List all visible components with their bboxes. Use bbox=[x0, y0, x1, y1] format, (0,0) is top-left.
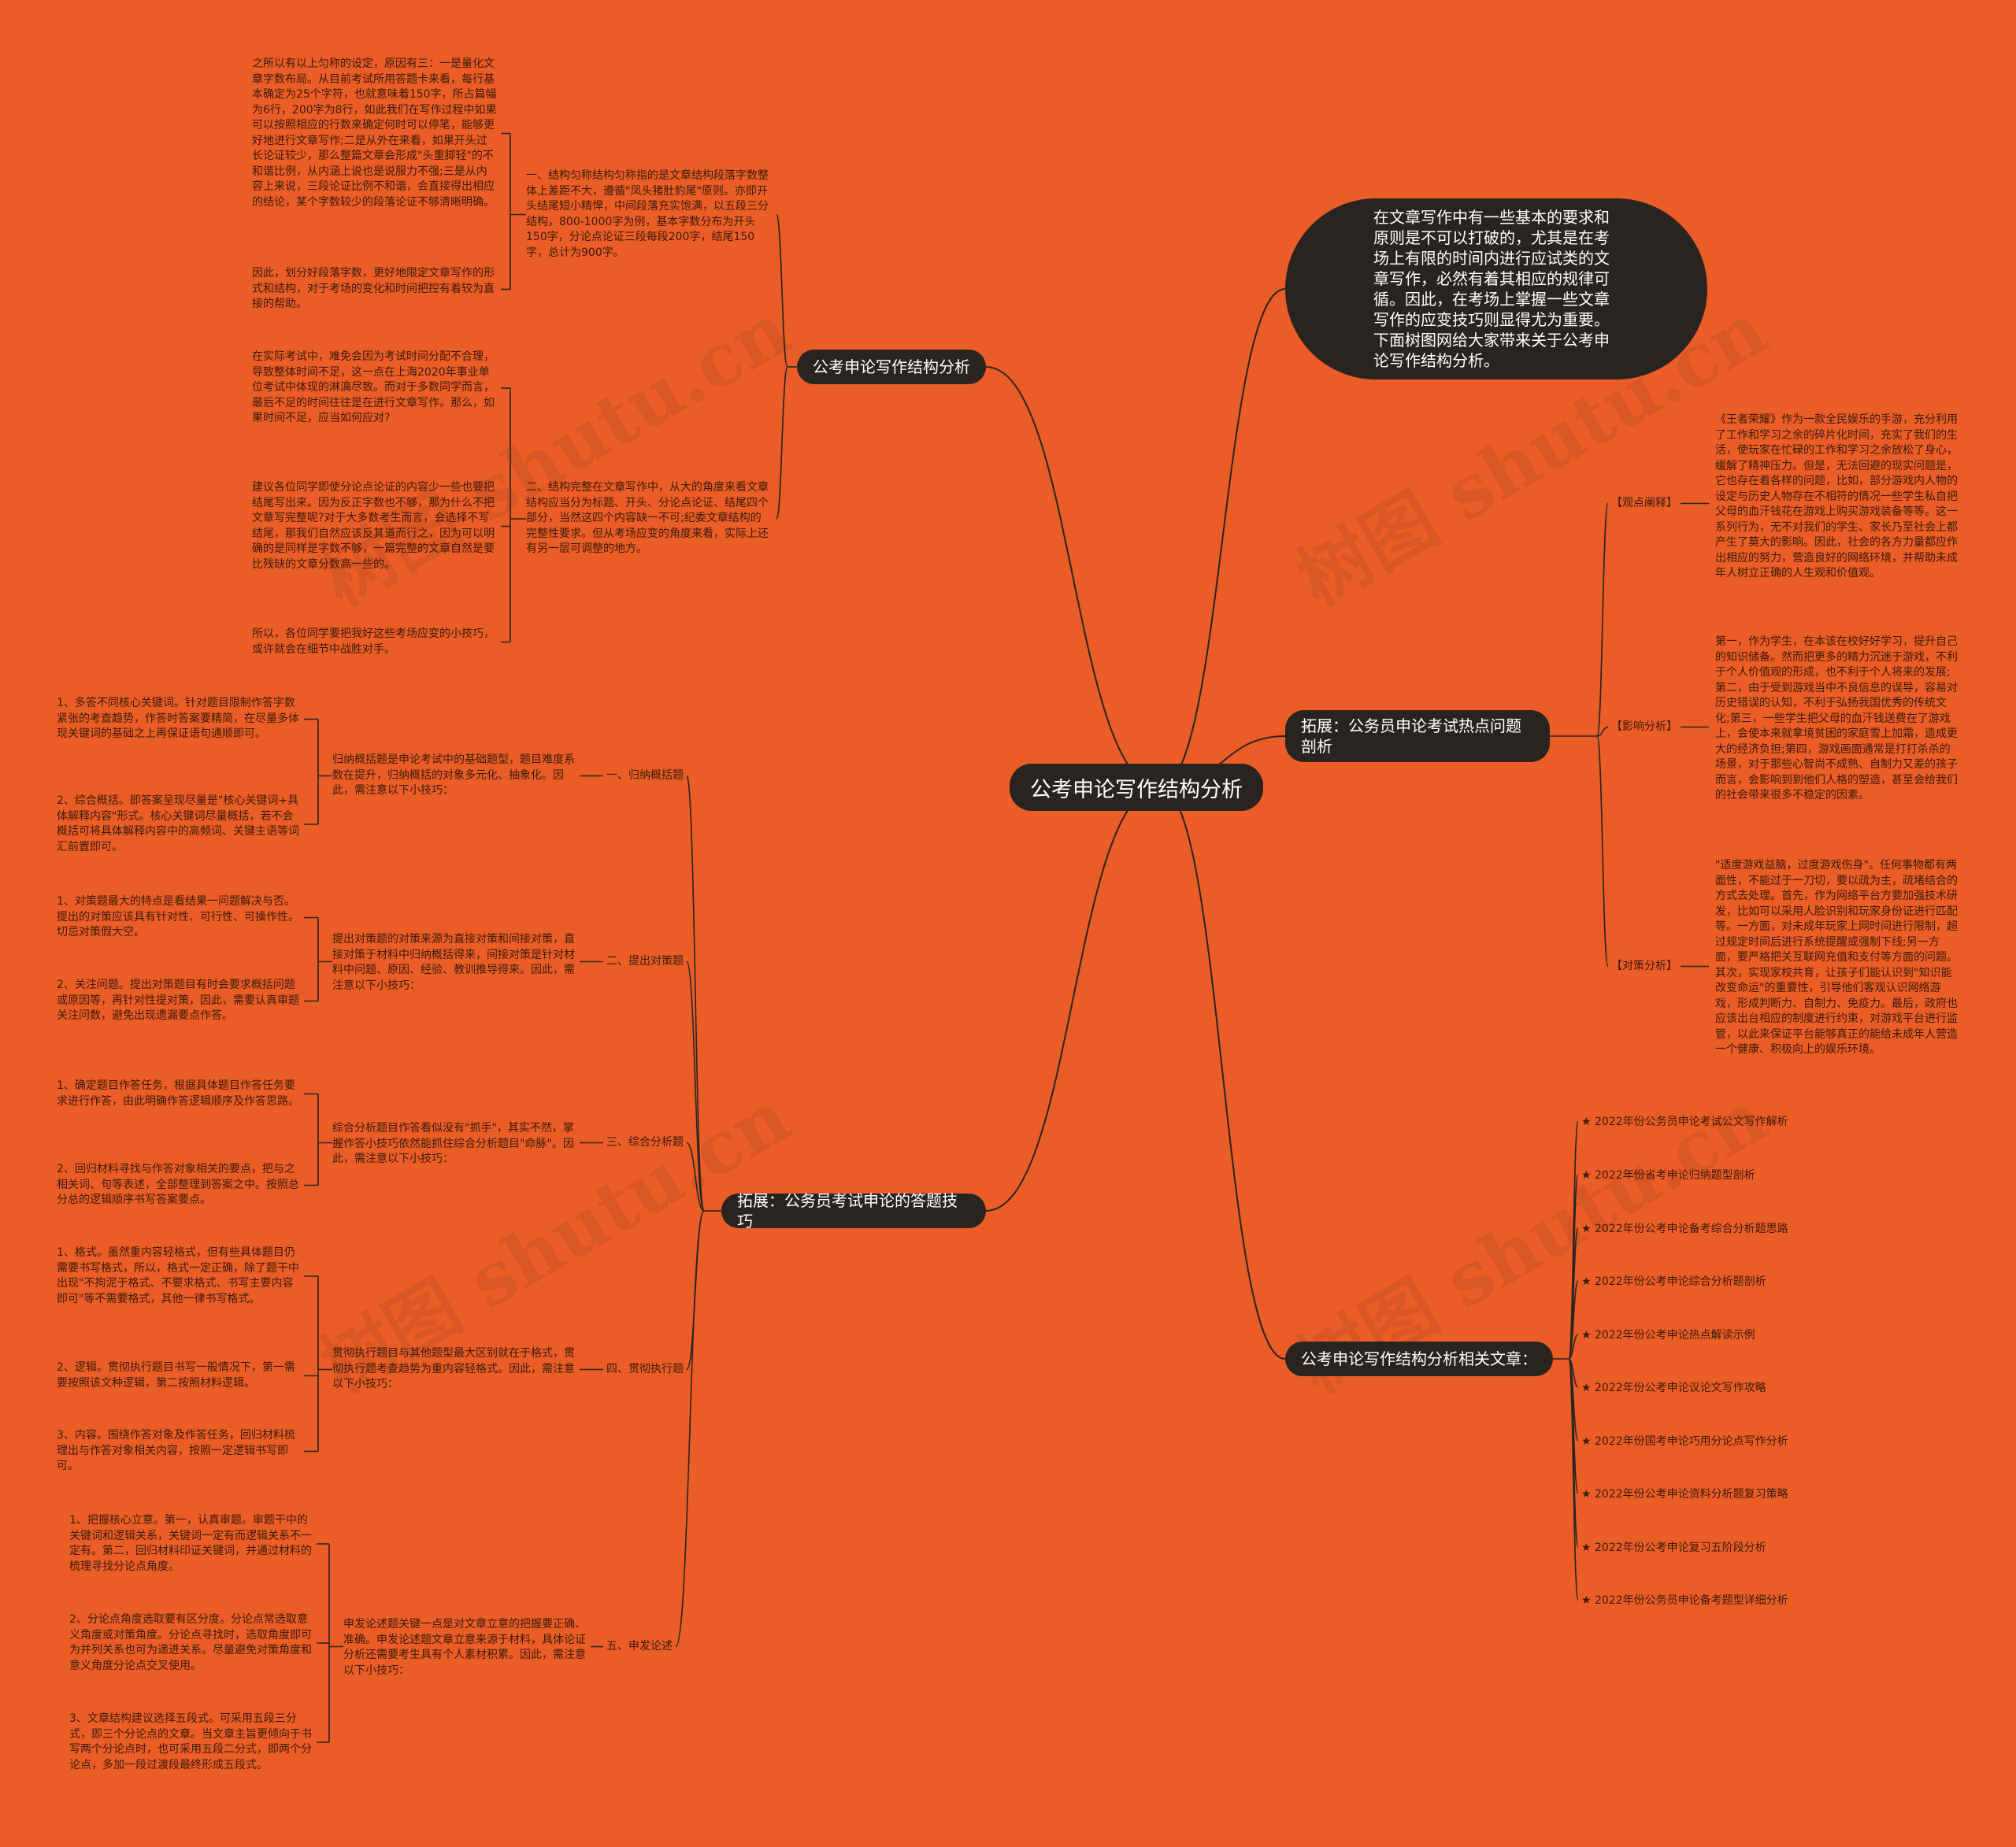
connector-line bbox=[1568, 1334, 1579, 1360]
connector-line bbox=[1568, 1280, 1579, 1360]
connector-line bbox=[776, 366, 788, 520]
skill-leaf: 2、逻辑。贯彻执行题目书写一般情况下，第一需要按照该文种逻辑，第二按照材料逻辑。 bbox=[57, 1361, 295, 1390]
hot-label-impact: 【影响分析】 bbox=[1611, 720, 1677, 733]
hot-text-countermeasure: "适度游戏益脑，过度游戏伤身"。任何事物都有两面性，不能过于一刀切，要以疏为主，… bbox=[1715, 859, 1958, 1056]
connector-line bbox=[686, 775, 705, 1212]
connector-line bbox=[1159, 288, 1286, 788]
related-article-link[interactable]: ★ 2022年份公考申论复习五阶段分析 bbox=[1581, 1542, 1766, 1554]
skill-text-implementation: 贯彻执行题目与其他题型最大区别就在于格式，贯彻执行题考查趋势为重内容轻格式。因此… bbox=[332, 1347, 575, 1390]
symmetry-reason: 之所以有以上匀称的设定，原因有三：一是量化文章字数布局。从目前考试所用答题卡来看… bbox=[252, 57, 497, 209]
skill-text-analysis: 综合分析题目作答看似没有"抓手"，其实不然，掌握作答小技巧依然能抓住综合分析题目… bbox=[332, 1122, 574, 1165]
related-article-link[interactable]: ★ 2022年份公考申论综合分析题剖析 bbox=[1581, 1275, 1766, 1288]
connector-line bbox=[1568, 1227, 1579, 1360]
symmetry-conclusion: 因此，划分好段落字数，更好地限定文章写作的形式和结构，对于考场的变化和时间把控有… bbox=[252, 267, 495, 310]
connector-line bbox=[1568, 1174, 1579, 1360]
skill-leaf: 2、分论点角度选取要有区分度。分论点常选取意义角度或对策角度。分论点寻找时，选取… bbox=[69, 1613, 312, 1672]
skill-label-essay: 五、申发论述 bbox=[606, 1640, 673, 1653]
structure-completeness: 二、结构完整在文章写作中，从大的角度来看文章结构应当分为标题、开头、分论点论证、… bbox=[526, 481, 769, 555]
skill-text-countermeasure: 提出对策题的对策来源为直接对策和间接对策，直接对策于材料中归纳概括得来，间接对策… bbox=[332, 933, 575, 992]
connector-line bbox=[686, 961, 705, 1212]
related-article-link[interactable]: ★ 2022年份公考申论备考综合分析题思路 bbox=[1581, 1223, 1788, 1235]
connector-line bbox=[1596, 502, 1609, 737]
skill-leaf: 2、综合概括。即答案呈现尽量是"核心关键词+具体解释内容"形式。核心关键词尽量概… bbox=[57, 794, 299, 853]
skill-leaf: 1、格式。虽然重内容轻格式，但有些具体题目仍需要书写格式，所以，格式一定正确，除… bbox=[57, 1246, 299, 1305]
related-article-link[interactable]: ★ 2022年份国考申论巧用分论点写作分析 bbox=[1581, 1435, 1788, 1448]
related-article-link[interactable]: ★ 2022年份公考申论议论文写作攻略 bbox=[1581, 1382, 1766, 1394]
connector-line bbox=[686, 1210, 705, 1371]
branch-hot-topics[interactable]: 拓展：公务员申论考试热点问题剖析 bbox=[1285, 710, 1550, 762]
connector-line bbox=[1568, 1358, 1579, 1548]
skill-leaf: 2、关注问题。提出对策题目有时会要求概括问题或原因等，再针对性提对策，因此，需要… bbox=[57, 979, 299, 1022]
intro-text: 在文章写作中有一些基本的要求和原则是不可以打破的，尤其是在考场上有限的时间内进行… bbox=[1373, 208, 1610, 370]
connector-line bbox=[1568, 1358, 1579, 1442]
skill-text-essay: 申发论述题关键一点是对文章立意的把握要正确、准确。申发论述题文章立意来源于材料，… bbox=[343, 1618, 586, 1677]
hot-label-countermeasure: 【对策分析】 bbox=[1611, 960, 1677, 972]
connector-line bbox=[1596, 735, 1609, 968]
connector-line bbox=[686, 1142, 705, 1212]
skill-leaf: 3、文章结构建议选择五段式。可采用五段三分式，即三个分论点的文章。当文章主旨更倾… bbox=[69, 1712, 312, 1771]
watermark: 树图 shutu.cn bbox=[307, 287, 804, 623]
hot-text-viewpoint: 《王者荣耀》作为一款全民娱乐的手游，充分利用了工作和学习之余的碎片化时间，充实了… bbox=[1715, 413, 1958, 579]
hot-text-impact: 第一，作为学生，在本该在校好好学习，提升自己的知识储备。然而把更多的精力沉迷于游… bbox=[1715, 635, 1958, 801]
related-article-link[interactable]: ★ 2022年份公务员申论备考题型详细分析 bbox=[1581, 1594, 1788, 1607]
hot-label-viewpoint: 【观点阐释】 bbox=[1611, 497, 1677, 509]
skill-leaf: 2、回归材料寻找与作答对象相关的要点，把与之相关词、句等表述，全部整理到答案之中… bbox=[57, 1163, 299, 1206]
connector-line bbox=[985, 787, 1161, 1212]
central-topic[interactable]: 公考申论写作结构分析 bbox=[1010, 764, 1263, 811]
connector-line bbox=[1568, 1358, 1579, 1494]
branch-structure-analysis[interactable]: 公考申论写作结构分析 bbox=[797, 350, 986, 384]
connector-line bbox=[1596, 726, 1609, 737]
connector-line bbox=[1568, 1358, 1579, 1388]
branch-related-articles[interactable]: 公考申论写作结构分析相关文章： bbox=[1285, 1342, 1553, 1376]
connector-line bbox=[1568, 1358, 1579, 1601]
connector-line bbox=[675, 1210, 705, 1648]
related-article-link[interactable]: ★ 2022年份公考申论资料分析题复习策略 bbox=[1581, 1488, 1788, 1501]
skill-leaf: 1、多答不同核心关键词。针对题目限制作答字数紧张的考查趋势，作答时答案要精简，在… bbox=[57, 697, 299, 740]
completeness-summary: 所以，各位同学要把我好这些考场应变的小技巧，或许就会在细节中战胜对手。 bbox=[252, 627, 495, 656]
skill-text-summary: 归纳概括题是申论考试中的基础题型，题目难度系数在提升，归纳概括的对象多元化、抽象… bbox=[332, 753, 575, 797]
skill-label-countermeasure: 二、提出对策题 bbox=[606, 955, 684, 968]
related-article-link[interactable]: ★ 2022年份公务员申论考试公文写作解析 bbox=[1581, 1116, 1788, 1128]
intro-bubble: 在文章写作中有一些基本的要求和原则是不可以打破的，尤其是在考场上有限的时间内进行… bbox=[1285, 198, 1707, 379]
skill-label-implementation: 四、贯彻执行题 bbox=[606, 1363, 684, 1375]
skill-label-analysis: 三、综合分析题 bbox=[606, 1136, 684, 1149]
skill-label-summary: 一、归纳概括题 bbox=[606, 769, 684, 782]
skill-leaf: 3、内容。围绕作答对象及作答任务，回归材料梳理出与作答对象相关内容，按照一定逻辑… bbox=[57, 1429, 295, 1472]
structure-symmetry: 一、结构匀称结构匀称指的是文章结构段落字数整体上差距不大，遵循"凤头猪肚豹尾"原… bbox=[526, 169, 769, 259]
branch-answer-skills[interactable]: 拓展：公务员考试申论的答题技巧 bbox=[721, 1191, 986, 1231]
skill-leaf: 1、确定题目作答任务，根据具体题目作答任务要求进行作答，由此明确作答逻辑顺序及作… bbox=[57, 1079, 299, 1108]
connector-line bbox=[776, 213, 788, 368]
skill-leaf: 1、把握核心立意。第一，认真审题。审题干中的关键词和逻辑关系，关键词一定有而逻辑… bbox=[69, 1514, 312, 1573]
skill-leaf: 1、对策题最大的特点是看结果一问题解决与否。提出的对策应该具有针对性、可行性、可… bbox=[57, 895, 299, 938]
related-article-link[interactable]: ★ 2022年份公考申论热点解读示例 bbox=[1581, 1329, 1755, 1342]
completeness-advice: 建议各位同学即使分论点论证的内容少一些也要把结尾写出来。因为反正字数也不够，那为… bbox=[252, 481, 495, 571]
completeness-time-issue: 在实际考试中，难免会因为考试时间分配不合理，导致整体时间不足，这一点在上海202… bbox=[252, 350, 495, 424]
connector-line bbox=[985, 366, 1161, 788]
related-article-link[interactable]: ★ 2022年份省考申论归纳题型剖析 bbox=[1581, 1169, 1755, 1182]
connector-line bbox=[1568, 1120, 1579, 1360]
connector-line bbox=[1159, 787, 1286, 1360]
